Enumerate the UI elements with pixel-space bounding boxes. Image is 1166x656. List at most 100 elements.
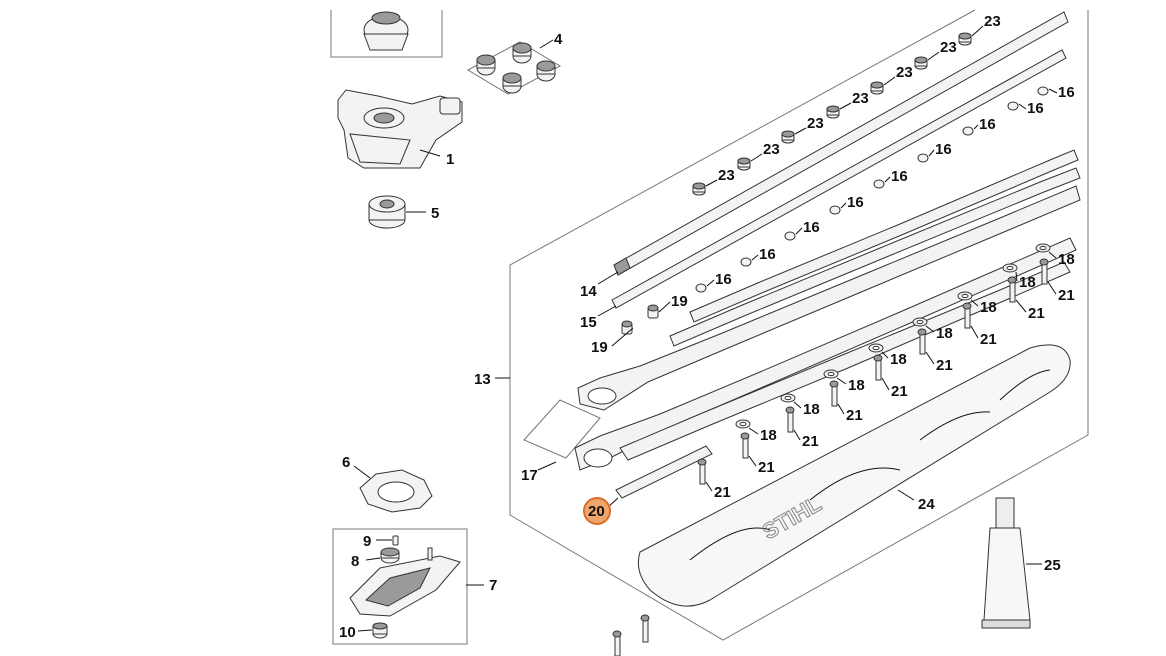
part-4-bushings	[466, 41, 562, 95]
washer-18-8	[1035, 243, 1057, 259]
callout-23-3[interactable]: 23	[807, 115, 824, 132]
callout-24[interactable]: 24	[918, 496, 935, 513]
callout-7[interactable]: 7	[489, 577, 497, 594]
callout-20[interactable]: 20	[588, 503, 605, 520]
cap-16-4	[829, 202, 847, 215]
callout-21-4[interactable]: 21	[891, 383, 908, 400]
screw-21-1	[740, 432, 757, 467]
part-5-flange	[368, 195, 406, 229]
washer-18-7	[1002, 263, 1018, 282]
callout-25[interactable]: 25	[1044, 557, 1061, 574]
callout-16-1[interactable]: 16	[715, 271, 732, 288]
screw-21-6	[962, 302, 979, 339]
callout-19-1[interactable]: 19	[671, 293, 688, 310]
callout-18-2[interactable]: 18	[803, 401, 820, 418]
callout-16-5[interactable]: 16	[891, 168, 908, 185]
nut-23-6	[914, 51, 940, 70]
callout-9[interactable]: 9	[363, 533, 371, 550]
part-24-scabbard: STIHL	[637, 344, 1071, 607]
cap-16-9	[1037, 86, 1058, 96]
callout-23-2[interactable]: 23	[763, 141, 780, 158]
nut-23-7	[958, 25, 984, 46]
cap-16-5	[873, 176, 891, 189]
callout-21-7[interactable]: 21	[1028, 305, 1045, 322]
callout-16-2[interactable]: 16	[759, 246, 776, 263]
callout-18-8[interactable]: 18	[1058, 251, 1075, 268]
callout-21-6[interactable]: 21	[980, 331, 997, 348]
screw-21-4	[873, 354, 890, 391]
part-17-lower-blade	[523, 237, 1077, 471]
callout-6[interactable]: 6	[342, 454, 350, 471]
washer-18-6	[957, 291, 979, 307]
washer-18-1	[735, 419, 759, 435]
callout-10[interactable]: 10	[339, 624, 356, 641]
part-6-gasket	[359, 469, 433, 513]
nut-23-1	[692, 179, 718, 196]
callout-19-2[interactable]: 19	[591, 339, 608, 356]
screw-21-5	[917, 328, 935, 365]
callout-4[interactable]: 4	[554, 31, 563, 48]
washer-18-3	[823, 369, 847, 385]
screw-21-8	[1039, 258, 1057, 295]
callout-18-1[interactable]: 18	[760, 427, 777, 444]
nut-23-5	[870, 76, 896, 95]
cap-16-6	[917, 149, 935, 163]
callout-18-6[interactable]: 18	[980, 299, 997, 316]
gear-housing-top-box	[330, 10, 443, 58]
callout-16-7[interactable]: 16	[979, 116, 996, 133]
washer-18-5	[912, 317, 935, 333]
callout-5[interactable]: 5	[431, 205, 439, 222]
callout-16-3[interactable]: 16	[803, 219, 820, 236]
callout-21-8[interactable]: 21	[1058, 287, 1075, 304]
upper-blade	[577, 149, 1081, 411]
callout-23-6[interactable]: 23	[940, 39, 957, 56]
callout-16-9[interactable]: 16	[1058, 84, 1075, 101]
callout-8[interactable]: 8	[351, 553, 359, 570]
callout-23-7[interactable]: 23	[984, 13, 1001, 30]
repeated-callouts-group: 23 23 23 23 23 23 23 16 16 16 16 16 16 16 16 16 19 19 18 18…	[591, 13, 1075, 501]
callout-16-4[interactable]: 16	[847, 194, 864, 211]
callout-17[interactable]: 17	[521, 467, 538, 484]
callout-21-5[interactable]: 21	[936, 357, 953, 374]
callout-21-1[interactable]: 21	[758, 459, 775, 476]
part-25-grease-tube	[981, 497, 1031, 629]
part-7-cover-box	[332, 528, 468, 645]
cap-16-3	[784, 227, 803, 241]
callout-15[interactable]: 15	[580, 314, 597, 331]
callout-18-3[interactable]: 18	[848, 377, 865, 394]
loose-screws	[612, 614, 650, 656]
callout-18-4[interactable]: 18	[890, 351, 907, 368]
washer-18-2	[780, 393, 802, 409]
callout-18-7[interactable]: 18	[1019, 274, 1036, 291]
part-15-lower-rail	[611, 49, 1067, 309]
callout-21-3[interactable]: 21	[846, 407, 863, 424]
screw-21-7	[1007, 276, 1027, 313]
screw-21-3	[829, 380, 845, 415]
part-20-plate	[615, 445, 713, 499]
spacer-19-2	[611, 320, 634, 347]
callout-1[interactable]: 1	[446, 151, 454, 168]
callout-23-4[interactable]: 23	[852, 90, 869, 107]
cap-16-7	[962, 124, 979, 136]
nut-23-4	[826, 102, 852, 119]
washer-18-4	[868, 343, 889, 359]
callout-23-5[interactable]: 23	[896, 64, 913, 81]
cap-16-1	[695, 279, 715, 293]
callout-23-1[interactable]: 23	[718, 167, 735, 184]
callout-16-6[interactable]: 16	[935, 141, 952, 158]
callout-14[interactable]: 14	[580, 283, 597, 300]
callout-18-5[interactable]: 18	[936, 325, 953, 342]
part-1-gear-housing	[337, 89, 463, 169]
callout-21-2[interactable]: 21	[802, 433, 819, 450]
callout-16-8[interactable]: 16	[1027, 100, 1044, 117]
part-13-blade-assembly-frame	[509, 9, 1089, 641]
screw-21-2	[785, 406, 801, 441]
part-14-upper-rail	[613, 11, 1069, 276]
callout-13[interactable]: 13	[474, 371, 491, 388]
callout-21-9[interactable]: 21	[714, 484, 731, 501]
nut-23-2	[737, 153, 763, 171]
nut-23-3	[781, 127, 807, 144]
callout-20-highlight[interactable]	[583, 497, 611, 525]
